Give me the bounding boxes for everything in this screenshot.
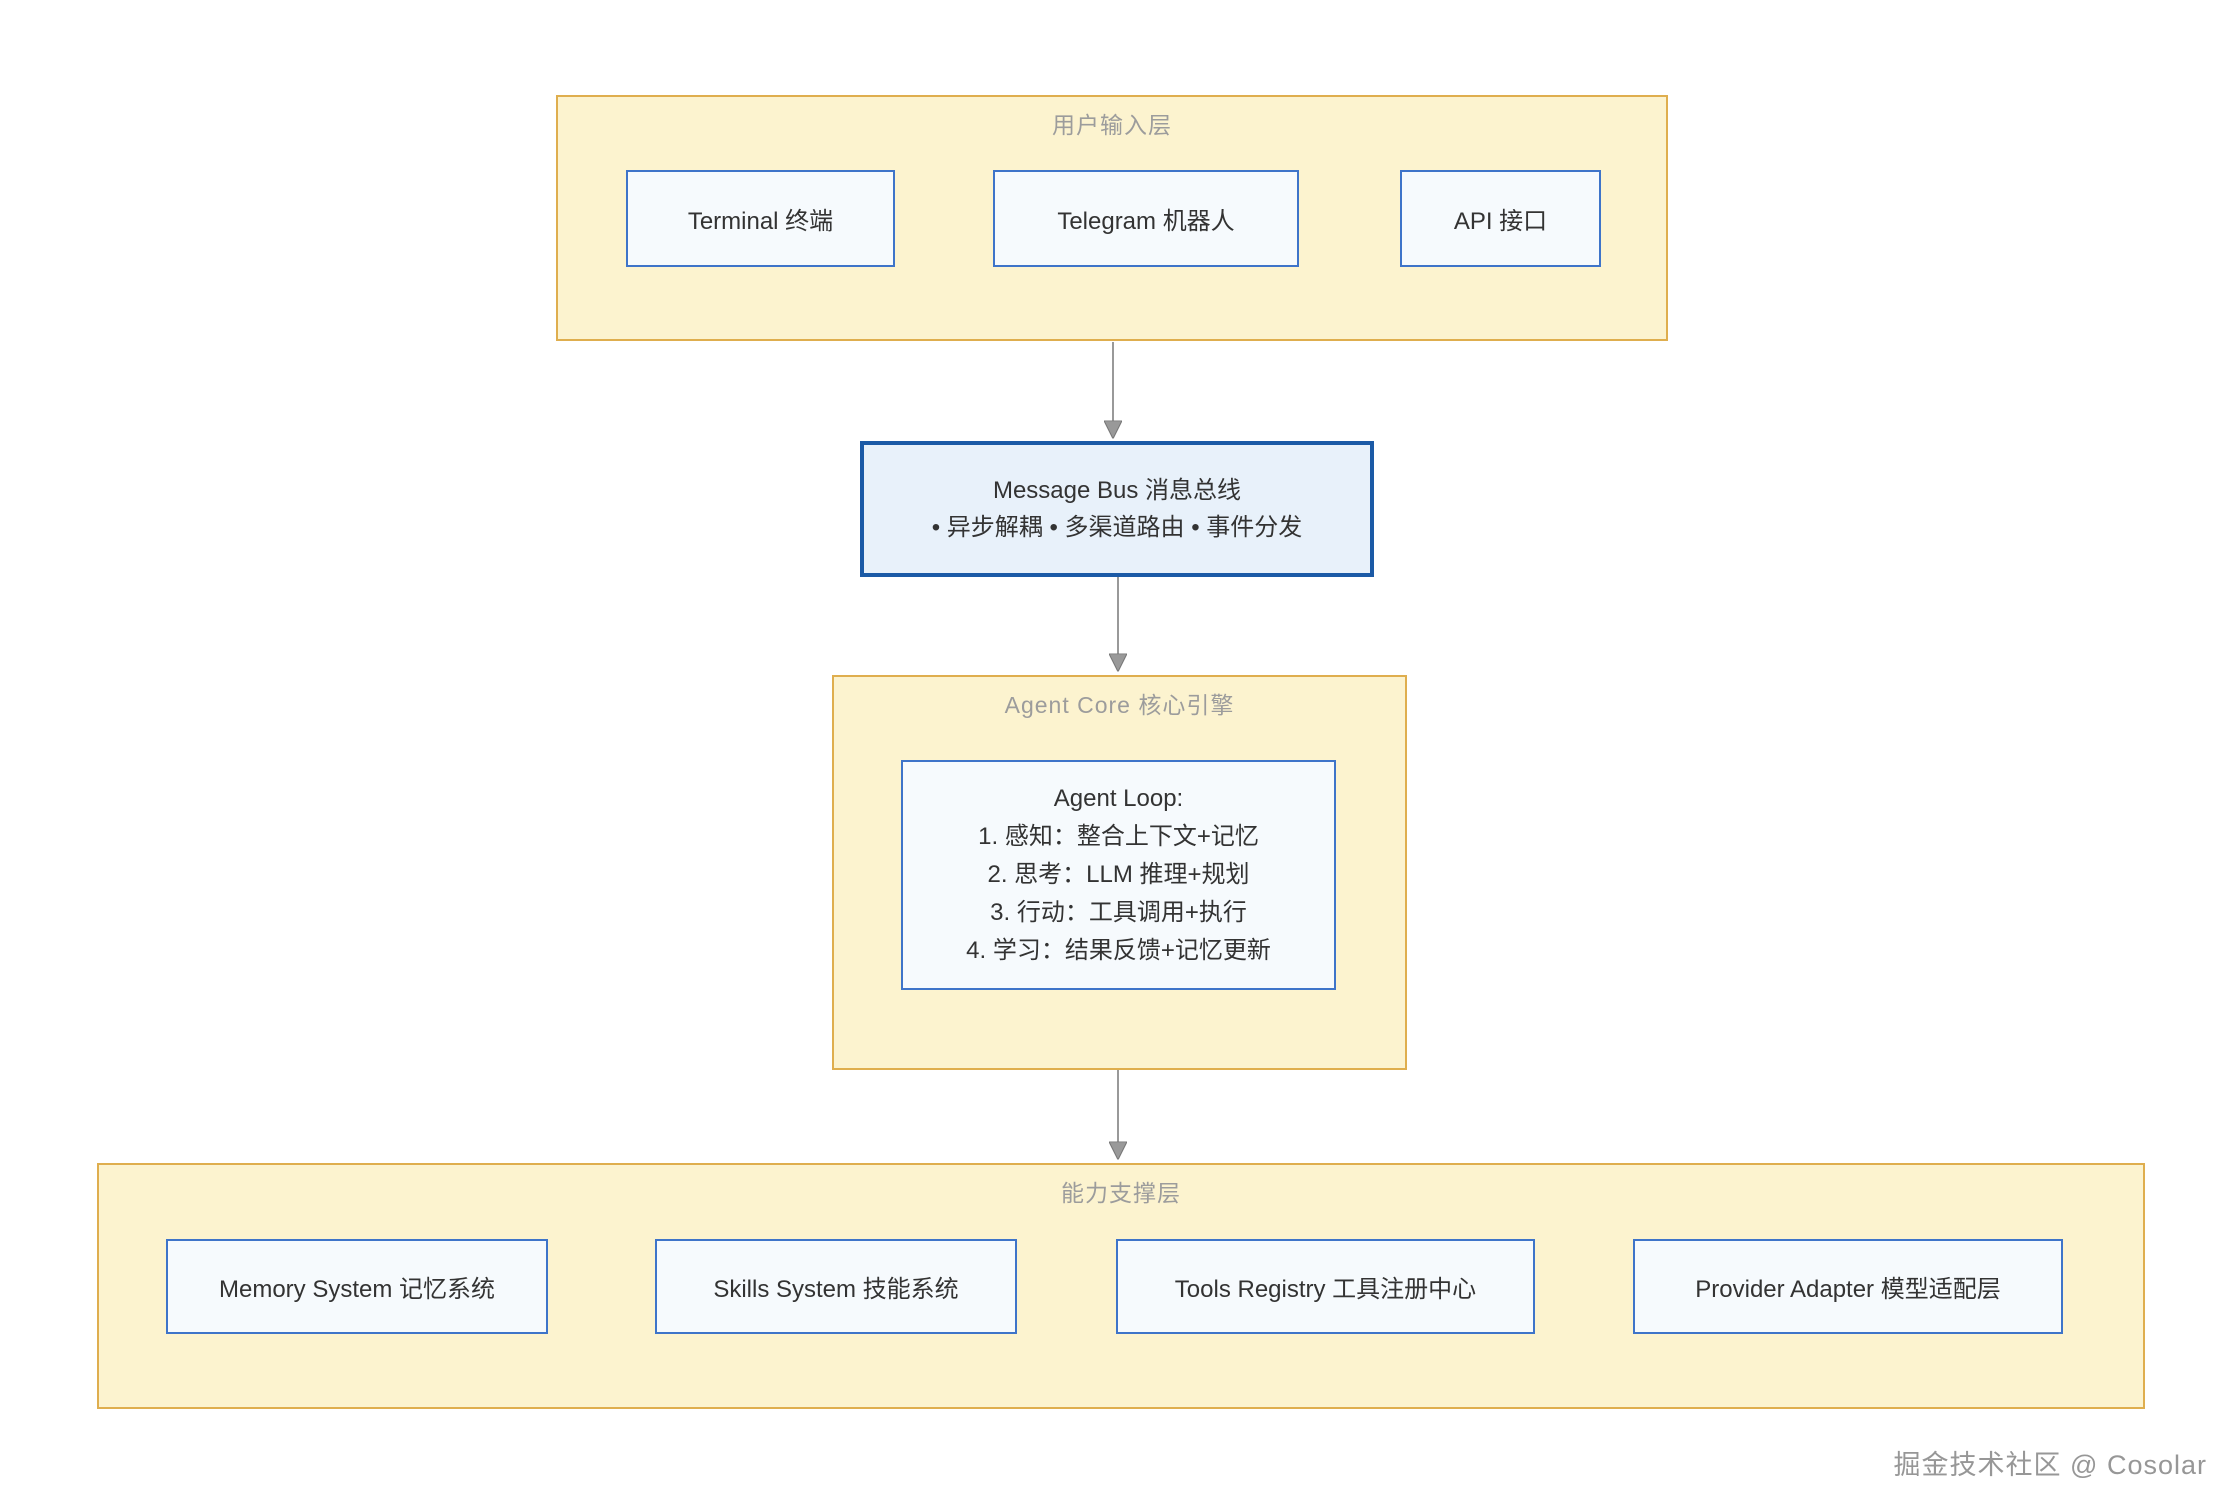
node-memory-system-label: Memory System 记忆系统	[218, 1276, 496, 1303]
node-agent-loop: Agent Loop: 1. 感知：整合上下文+记忆 2. 思考：LLM 推理+…	[901, 760, 1336, 990]
agent-loop-line: 1. 感知：整合上下文+记忆	[978, 823, 1259, 850]
subgraph-title-agent-core: Agent Core 核心引擎	[1004, 692, 1235, 718]
node-message-bus: Message Bus 消息总线 • 异步解耦 • 多渠道路由 • 事件分发	[860, 441, 1374, 577]
message-bus-features: • 异步解耦 • 多渠道路由 • 事件分发	[931, 514, 1303, 541]
node-api-label: API 接口	[1453, 208, 1548, 235]
agent-loop-line: 2. 思考：LLM 推理+规划	[987, 861, 1250, 888]
node-tools-registry-label: Tools Registry 工具注册中心	[1174, 1276, 1477, 1303]
node-provider-adapter: Provider Adapter 模型适配层	[1633, 1239, 2063, 1334]
node-terminal-label: Terminal 终端	[687, 208, 834, 235]
agent-loop-line: Agent Loop:	[1053, 785, 1184, 812]
node-skills-system: Skills System 技能系统	[655, 1239, 1017, 1334]
node-api: API 接口	[1400, 170, 1601, 267]
node-provider-adapter-label: Provider Adapter 模型适配层	[1695, 1276, 2001, 1303]
watermark: 掘金技术社区 @ Cosolar	[1893, 1450, 2207, 1480]
node-telegram-bot: Telegram 机器人	[993, 170, 1299, 267]
agent-loop-line: 4. 学习：结果反馈+记忆更新	[966, 937, 1271, 964]
node-tools-registry: Tools Registry 工具注册中心	[1116, 1239, 1535, 1334]
node-memory-system: Memory System 记忆系统	[166, 1239, 548, 1334]
subgraph-title-capability-layer: 能力支撑层	[1061, 1180, 1181, 1206]
subgraph-title-user-input-layer: 用户输入层	[1052, 112, 1172, 138]
node-terminal: Terminal 终端	[626, 170, 895, 267]
node-telegram-bot-label: Telegram 机器人	[1057, 208, 1235, 235]
message-bus-title: Message Bus 消息总线	[992, 477, 1242, 504]
node-skills-system-label: Skills System 技能系统	[713, 1276, 959, 1303]
agent-loop-line: 3. 行动：工具调用+执行	[990, 899, 1247, 926]
